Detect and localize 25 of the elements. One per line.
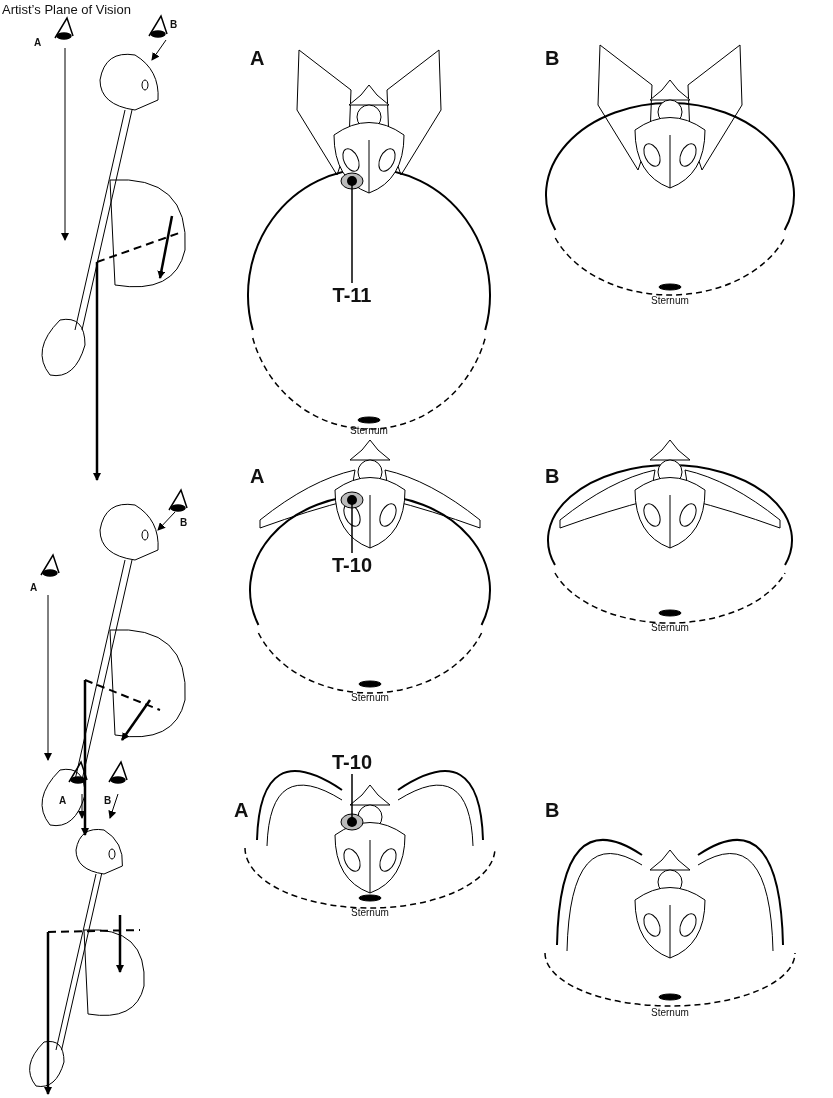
leader-line — [347, 176, 357, 284]
panel-letter: A — [250, 48, 265, 68]
panel-letter: B — [545, 466, 560, 486]
viewpoint-label: A — [59, 796, 67, 806]
structure-label: Sternum — [350, 426, 388, 436]
vertebra-label: T-10 — [322, 553, 382, 577]
vertebra-label: T-10 — [322, 750, 382, 774]
structure-label: Sternum — [651, 1008, 689, 1018]
panel-letter: A — [250, 466, 265, 486]
leader-line — [347, 495, 357, 554]
panel-letter: A — [234, 800, 249, 820]
structure-label: Sternum — [651, 296, 689, 306]
viewpoint-label: B — [180, 518, 188, 528]
vertebra-label: T-11 — [322, 283, 382, 307]
structure-label: Sternum — [351, 908, 389, 918]
viewpoint-label: A — [30, 583, 38, 593]
viewpoint-label: A — [34, 38, 42, 48]
diagram-title: Artist’s Plane of Vision — [2, 2, 131, 17]
panel-letter: B — [545, 800, 560, 820]
viewpoint-label: B — [170, 20, 178, 30]
leader-line — [347, 773, 357, 827]
panel-letter: B — [545, 48, 560, 68]
structure-label: Sternum — [651, 623, 689, 633]
structure-label: Sternum — [351, 693, 389, 703]
viewpoint-label: B — [104, 796, 112, 806]
